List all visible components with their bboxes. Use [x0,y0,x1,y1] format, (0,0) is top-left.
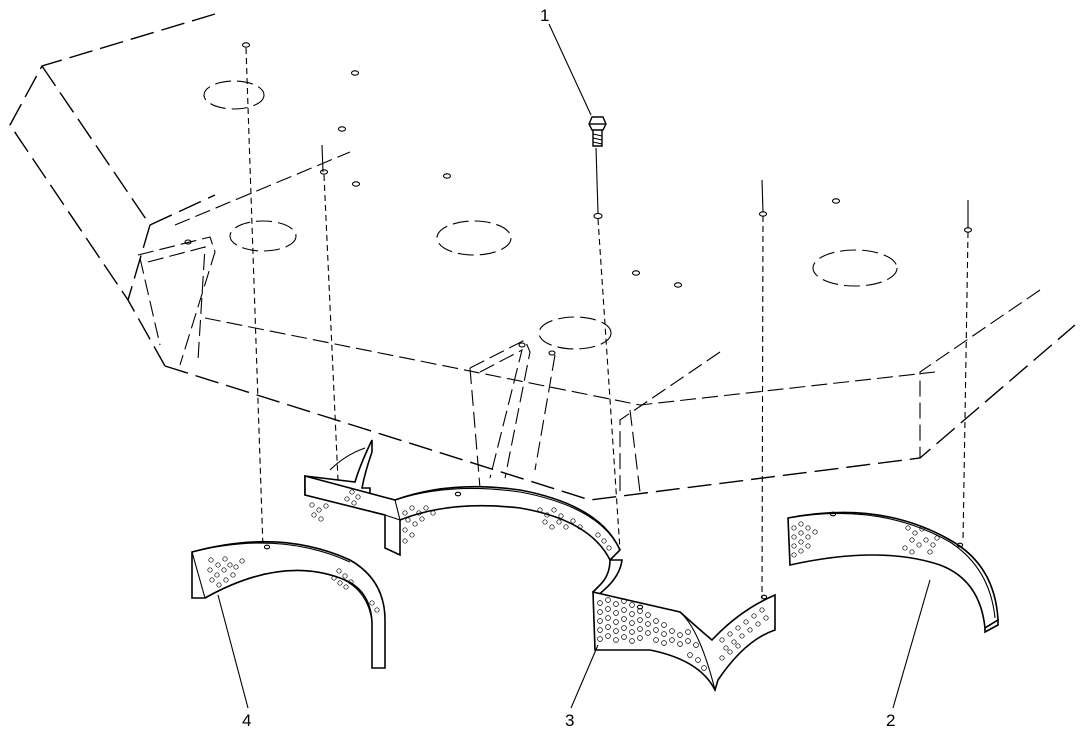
perforations [791,521,940,558]
leader-lines [217,23,931,709]
housing-outline [9,13,1076,501]
screen-segment-right [787,511,999,634]
screw [588,116,607,147]
perforations [309,489,769,671]
callout-2: 2 [886,711,895,730]
callout-3: 3 [565,711,574,730]
screen-segment-left [191,540,386,669]
callout-4: 4 [242,711,251,730]
callout-1: 1 [540,6,549,25]
screen-segment-center [304,439,776,693]
perforations [207,556,380,613]
alignment-lines [245,47,969,599]
